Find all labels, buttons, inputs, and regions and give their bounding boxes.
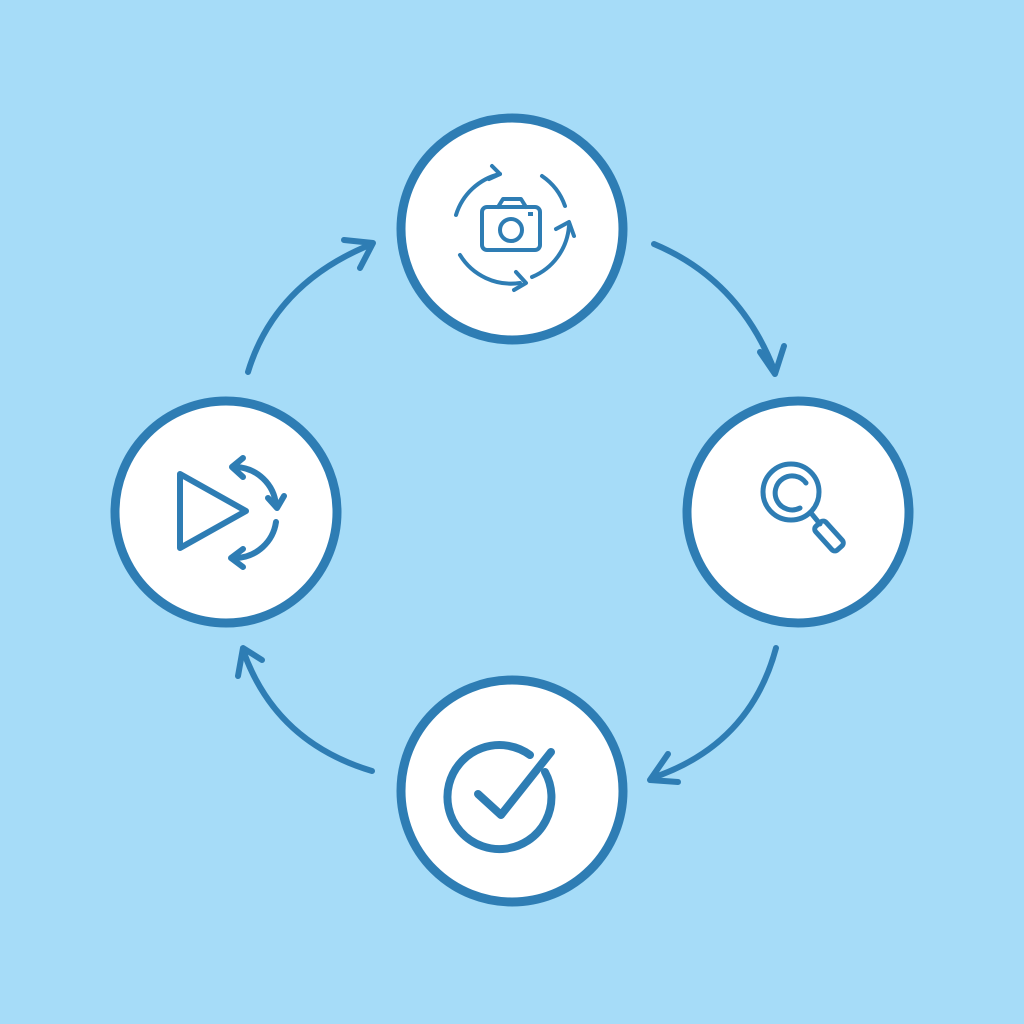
node-verify [396,675,628,907]
node-replay [110,396,342,628]
node-circle [396,675,628,907]
node-inspect [682,396,914,628]
node-circle [110,396,342,628]
check-circle-icon [443,741,556,854]
play-refresh-icon [177,455,287,570]
arrow-inspect-to-verify [647,645,779,785]
arrow-replay-to-capture [245,237,376,375]
arrow-capture-to-inspect [651,241,787,377]
node-circle [682,396,914,628]
magnifier-icon [760,461,846,554]
camera-refresh-icon [454,164,576,292]
node-circle [396,113,628,345]
cycle-arrows [235,237,787,785]
node-capture [396,113,628,345]
arrow-verify-to-replay [235,645,375,774]
